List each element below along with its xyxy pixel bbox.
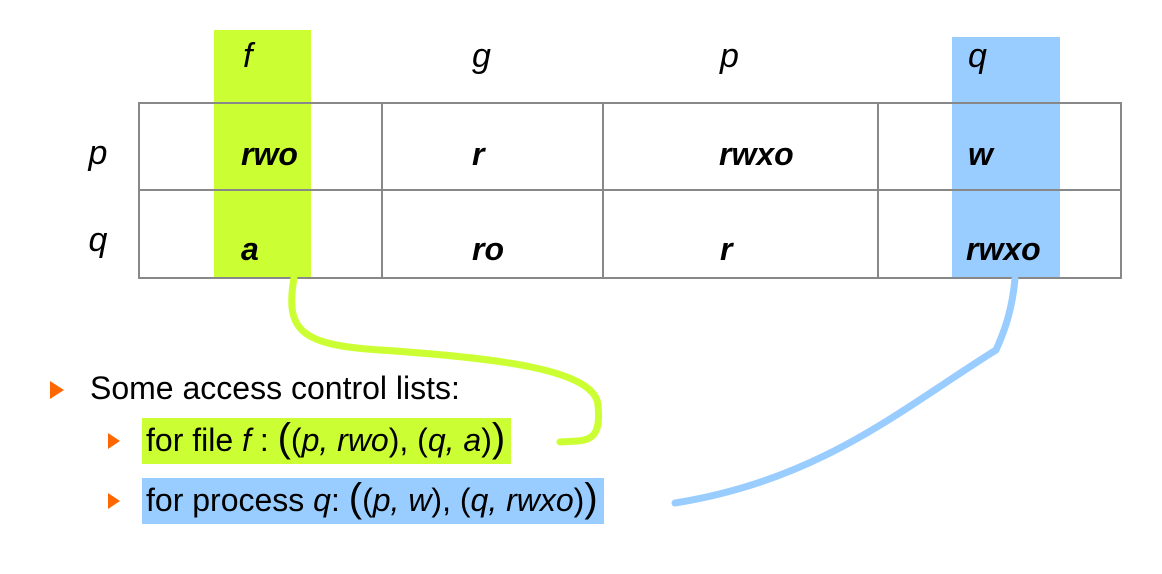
cell-q-q: rwxo [966,231,1041,267]
cell-p-f: rwo [241,136,298,172]
grid-divider-2 [602,102,604,279]
file-acl-close: ) [491,416,506,460]
file-acl-p2-close: ) [481,422,492,458]
process-acl-close: ) [584,476,598,520]
file-acl-prefix: for file [146,422,243,458]
file-acl-p1-rights: rwo [337,422,389,458]
column-header-g: g [472,37,491,75]
file-acl-sep: : [250,422,278,458]
file-acl-p2-comma: , [445,422,464,458]
file-connector [288,274,603,446]
file-acl-p2-subject: q [427,422,446,458]
file-acl-name: f [242,422,251,458]
file-acl-p2-open: ( [417,422,428,458]
file-acl-open: ( [277,416,291,460]
process-acl-name: q [313,482,331,518]
grid-divider-1 [381,102,383,279]
process-acl-p1-close: ) [431,482,443,518]
process-acl-item: for process q: ((p, w), (q, rwxo)) [142,478,604,524]
cell-p-p: rwxo [719,136,794,172]
bullet-arrow-icon [50,381,64,399]
bullet-arrow-icon [108,493,120,509]
process-acl-p1-comma: , [390,482,409,518]
process-column-highlight [952,37,1060,278]
process-acl-p2-subject: q [470,482,489,518]
file-acl-p1-open: ( [290,422,302,458]
column-header-q: q [968,37,987,75]
bullet-arrow-icon [108,433,120,449]
cell-p-g: r [472,136,485,172]
list-heading: Some access control lists: [90,370,460,406]
grid-middle-border [138,189,1122,191]
cell-p-q: w [968,136,993,172]
process-acl-p2-rights: rwxo [506,482,574,518]
file-acl-p2-rights: a [463,422,482,458]
process-acl-prefix: for process [146,482,314,518]
grid-top-border [138,102,1122,104]
row-header-q: q [88,221,108,259]
cell-q-p: r [720,231,733,267]
process-acl-p1-subject: p [372,482,391,518]
file-acl-p1-subject: p [301,422,320,458]
grid-right-border [1120,102,1122,279]
grid-left-border [138,102,140,279]
grid-bottom-border [138,277,1122,279]
process-acl-p2-comma: , [488,482,507,518]
file-acl-p1-close: ) [388,422,400,458]
process-acl-p2-open: ( [459,482,471,518]
column-header-f: f [243,37,253,75]
cell-q-g: ro [472,231,504,267]
file-acl-p1-comma: , [319,422,338,458]
process-acl-open: ( [348,476,363,520]
column-header-p: p [720,37,739,75]
row-header-p: p [88,134,108,172]
file-column-highlight [214,30,311,278]
cell-q-f: a [241,231,259,267]
process-acl-p2-close: ) [573,482,585,518]
process-connector [671,275,1019,507]
process-acl-p1-rights: w [408,482,432,518]
file-acl-between: , [399,422,418,458]
process-acl-between: , [442,482,460,518]
grid-divider-3 [877,102,879,279]
file-acl-item: for file f : ((p, rwo), (q, a)) [142,416,512,464]
process-acl-sep: : [330,482,349,518]
process-acl-p1-open: ( [362,482,373,518]
